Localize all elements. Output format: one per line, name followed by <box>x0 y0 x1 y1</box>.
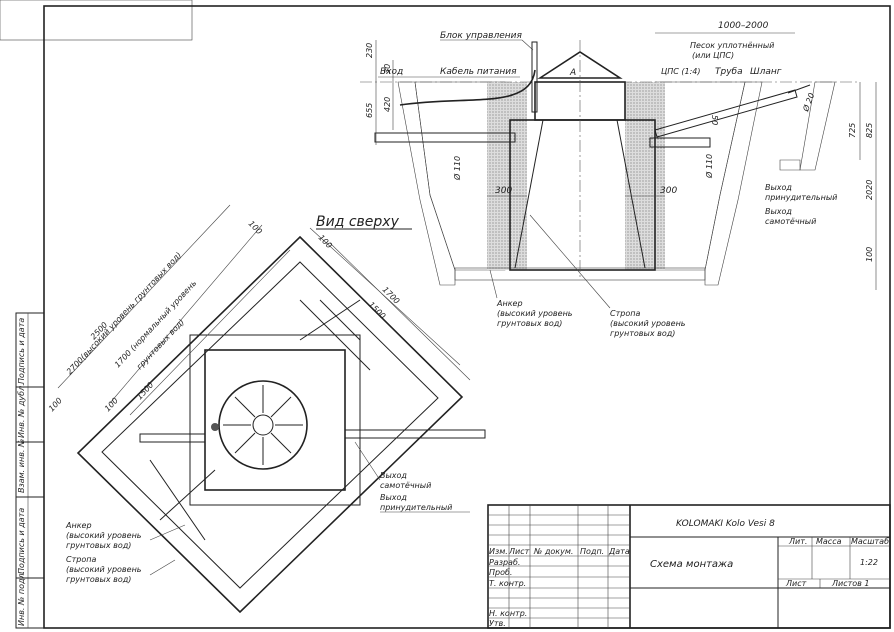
label-power-cable: Кабель питания <box>440 67 517 77</box>
plan-label-gravity-out: Выход <box>380 471 407 480</box>
svg-text:самотёчный: самотёчный <box>765 217 816 226</box>
product-name: KOLOMAKI Kolo Vesi 8 <box>676 519 775 529</box>
svg-text:(высокий уровень: (высокий уровень <box>66 565 142 574</box>
plan-dim-1500-b: 1500 <box>135 380 155 401</box>
col-list: Лист <box>508 547 530 556</box>
col-izm: Изм. <box>489 547 508 556</box>
section-view: A Блок управления Вход Кабель питания Пе… <box>360 21 877 338</box>
svg-text:грунтовых вод): грунтовых вод) <box>610 329 675 338</box>
dim-d110-inlet: Ø 110 <box>452 156 462 181</box>
col-doc: № докум. <box>533 547 573 556</box>
dim-2020: 2020 <box>865 180 874 200</box>
svg-text:(высокий уровень: (высокий уровень <box>610 319 686 328</box>
power-cable <box>399 69 536 106</box>
lit-label: Лит. <box>788 537 807 546</box>
label-anchor: Анкер <box>496 299 523 308</box>
label-sand-2: (или ЦПС) <box>692 51 734 60</box>
dim-655: 655 <box>365 103 374 118</box>
control-unit <box>531 41 538 113</box>
label-sand: Песок уплотнённый <box>690 41 774 50</box>
label-cps: ЦПС (1:4) <box>661 67 700 76</box>
plan-view: Вид сверху 100 1700 1500 100 2700(высоки… <box>47 204 486 614</box>
dim-825: 825 <box>865 123 874 138</box>
col-sign: Подп. <box>580 547 604 556</box>
strip-label: Инв. № дубл. <box>17 383 26 438</box>
strip-label: Взам. инв. № <box>17 439 26 493</box>
dim-d110-outlet: Ø 110 <box>704 154 714 179</box>
mass-label: Масса <box>816 537 842 546</box>
svg-text:грунтовых вод): грунтовых вод) <box>497 319 562 328</box>
title-block: KOLOMAKI Kolo Vesi 8 Схема монтажа Изм. … <box>487 504 891 629</box>
label-sling: Стропа <box>610 309 640 318</box>
row-nkontr: Н. контр. <box>489 609 527 618</box>
plan-label-forced-out: Выход <box>380 493 407 502</box>
svg-text:самотёчный: самотёчный <box>380 481 431 490</box>
row-tkontr: Т. контр. <box>489 579 526 588</box>
plan-dim-100-c: 100 <box>103 396 120 413</box>
svg-text:принудительный: принудительный <box>380 503 452 512</box>
plan-label-anchor: Анкер <box>65 521 92 530</box>
scale-label: Масштаб <box>851 537 889 546</box>
plan-tank-top <box>204 349 346 491</box>
plan-label-sling: Стропа <box>66 555 96 564</box>
strip-label: Подпись и дата <box>17 318 26 384</box>
inlet-pipe <box>374 132 516 143</box>
dim-300-right: 300 <box>660 186 677 196</box>
row-razrab: Разраб. <box>489 558 520 567</box>
svg-text:(высокий уровень: (высокий уровень <box>497 309 573 318</box>
label-gravity-out: Выход <box>765 207 792 216</box>
strip-label: Инв. № подл. <box>17 571 26 626</box>
dim-300-left: 300 <box>495 186 512 196</box>
label-control-unit: Блок управления <box>440 31 522 41</box>
svg-text:(высокий уровень: (высокий уровень <box>66 531 142 540</box>
dim-725: 725 <box>848 123 857 138</box>
svg-text:принудительный: принудительный <box>765 193 837 202</box>
label-inlet: Вход <box>380 67 403 77</box>
dim-420: 420 <box>383 97 392 112</box>
strip-label: Подпись и дата <box>17 508 26 574</box>
label-hose: Шланг <box>750 67 782 77</box>
drawing-title: Схема монтажа <box>650 559 733 570</box>
dim-230: 230 <box>365 43 374 58</box>
label-forced-out: Выход <box>765 183 792 192</box>
forced-pipe <box>654 89 798 138</box>
dim-100: 100 <box>865 247 874 262</box>
plan-dim-1500: 1500 <box>367 300 388 321</box>
row-utv: Утв. <box>489 619 506 628</box>
outlet-pipe <box>649 137 711 148</box>
plan-title: Вид сверху <box>316 214 400 230</box>
sheet-label: Лист <box>785 579 807 588</box>
dim-50: 50 <box>710 115 719 125</box>
sheets-label: Листов 1 <box>831 579 870 588</box>
scale-value: 1:22 <box>860 558 878 567</box>
tank-lid <box>537 51 623 79</box>
dim-1000-2000: 1000–2000 <box>718 21 769 31</box>
dim-30: 30 <box>383 64 392 74</box>
dim-d20: Ø 20 <box>800 91 816 113</box>
row-prov: Проб. <box>489 568 512 577</box>
plan-lid <box>218 380 308 470</box>
side-strip: Подпись и дата Инв. № дубл. Взам. инв. №… <box>15 312 45 629</box>
corner-box <box>0 0 193 41</box>
svg-text:грунтовых вод): грунтовых вод) <box>66 541 131 550</box>
svg-text:грунтовых вод): грунтовых вод) <box>66 575 131 584</box>
label-pipe: Труба <box>715 67 743 77</box>
col-date: Дата <box>608 547 630 556</box>
plan-dim-100-a: 100 <box>247 219 264 236</box>
plan-dim-100-d: 100 <box>47 396 64 413</box>
svg-text:A: A <box>569 68 576 78</box>
